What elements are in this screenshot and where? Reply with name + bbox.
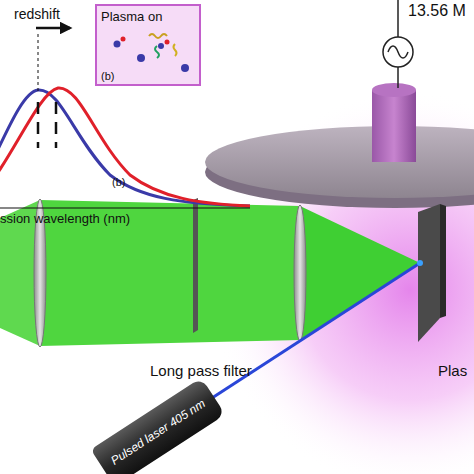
filter-label: Long pass filter <box>150 362 252 379</box>
axis-title: ssion wavelength (nm) <box>0 212 130 227</box>
frequency-label: 13.56 M <box>408 2 466 20</box>
shift-label: redshift <box>14 6 60 22</box>
inset-title: Plasma on <box>101 9 162 24</box>
laser-caption: Pulsed laser 405 nm <box>108 396 207 467</box>
plasma-label: Plas <box>438 362 467 379</box>
plasma-inset-box: Plasma on (b) <box>95 4 201 86</box>
panel-letter: (b) <box>112 176 125 189</box>
laser-body: Pulsed laser 405 nm <box>91 378 226 474</box>
panel-letter: (b) <box>101 70 114 82</box>
